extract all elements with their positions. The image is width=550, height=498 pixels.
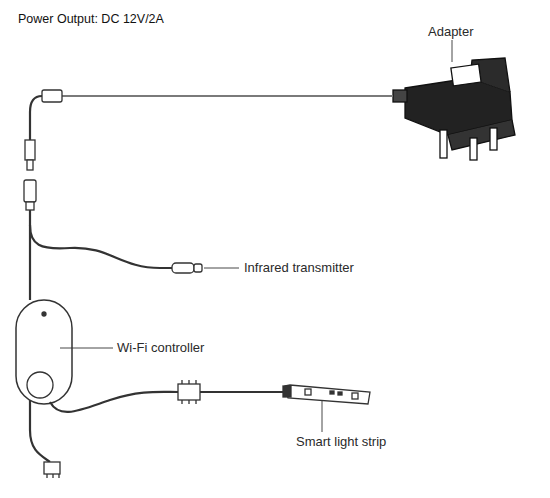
leader-line: [452, 40, 453, 62]
infrared-transmitter: [172, 263, 194, 273]
part-label: Smart light strip: [296, 434, 386, 450]
part-label: Adapter: [428, 24, 474, 40]
leader-line: [204, 268, 239, 269]
leader-line: [322, 400, 323, 432]
strip-connector: [178, 380, 285, 404]
leader-line: [60, 348, 113, 349]
light-strip: [283, 385, 370, 404]
wifi-controller: [16, 300, 72, 404]
adapter-drawing: [393, 58, 515, 160]
part-label: Wi-Fi controller: [117, 340, 204, 356]
part-label: Infrared transmitter: [244, 260, 354, 276]
power-output-title: Power Output: DC 12V/2A: [18, 12, 164, 27]
